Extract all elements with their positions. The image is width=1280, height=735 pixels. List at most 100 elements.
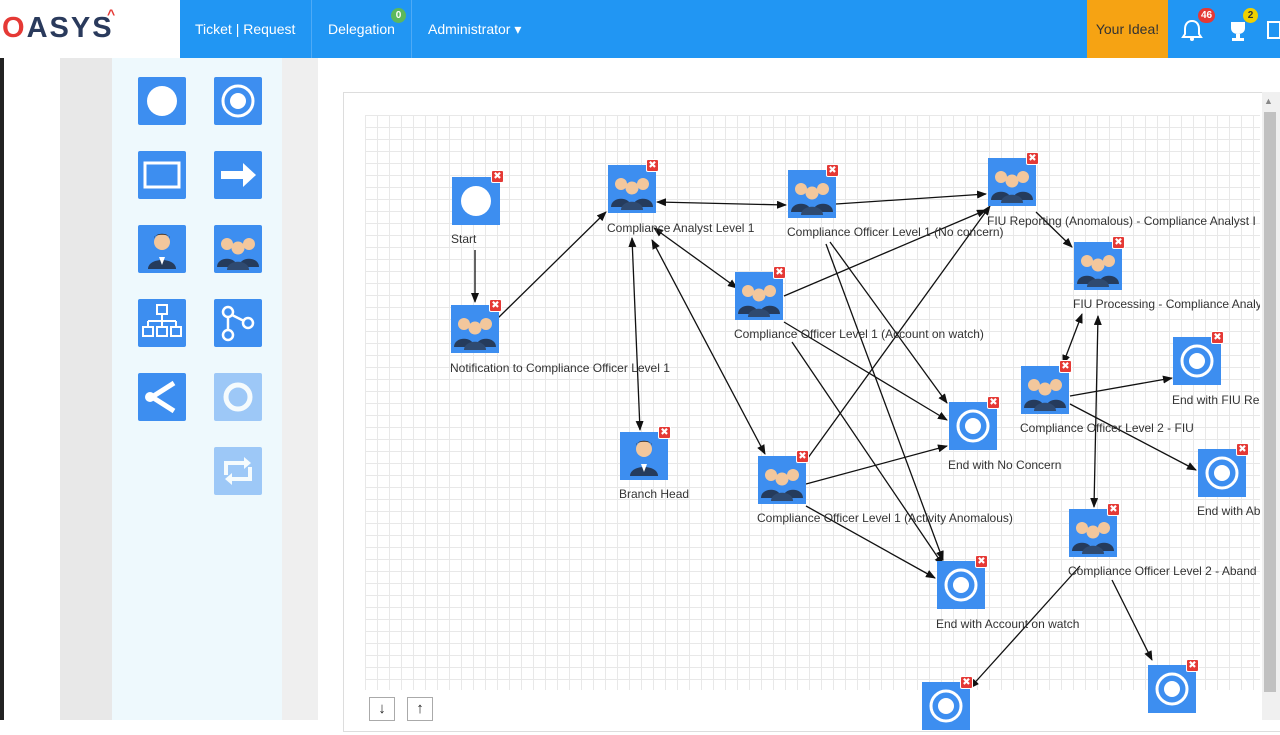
move-down-button[interactable]: ↓ <box>369 697 395 721</box>
node-end-account-on-watch[interactable] <box>937 561 985 609</box>
delete-node-button[interactable]: ✖ <box>1236 443 1249 456</box>
node-officer-activity-anomalous[interactable] <box>758 456 806 504</box>
group-icon <box>611 178 653 210</box>
delete-node-button[interactable]: ✖ <box>960 676 973 689</box>
person-icon <box>148 233 176 269</box>
notifications-count-badge: 46 <box>1198 8 1216 23</box>
palette-org-chart[interactable] <box>138 299 186 347</box>
nav-delegation[interactable]: Delegation <box>328 21 395 37</box>
edge[interactable] <box>1069 403 1197 471</box>
edge[interactable] <box>783 209 987 297</box>
delete-node-button[interactable]: ✖ <box>796 450 809 463</box>
palette-start-event[interactable] <box>138 77 186 125</box>
node-label: End with Ab <box>1197 504 1260 518</box>
node-fiu-processing[interactable] <box>1074 242 1122 290</box>
scrollbar-thumb[interactable] <box>1264 112 1276 692</box>
node-officer-no-concern[interactable] <box>788 170 836 218</box>
circle-icon <box>147 86 177 116</box>
edge[interactable] <box>1090 315 1102 508</box>
nav-administrator-dropdown[interactable]: Administrator ▾ <box>428 21 522 37</box>
delete-node-button[interactable]: ✖ <box>773 266 786 279</box>
delete-node-button[interactable]: ✖ <box>658 426 671 439</box>
delete-node-button[interactable]: ✖ <box>1112 236 1125 249</box>
palette-loop[interactable] <box>214 373 262 421</box>
end-event-icon <box>956 409 990 443</box>
edge[interactable] <box>1062 313 1083 365</box>
delete-node-button[interactable]: ✖ <box>489 299 502 312</box>
palette-single-user[interactable] <box>138 225 186 273</box>
palette-task[interactable] <box>138 151 186 199</box>
palette-repeat[interactable] <box>214 447 262 495</box>
edge[interactable] <box>829 241 948 404</box>
share-icon <box>145 380 176 414</box>
edge[interactable] <box>1111 579 1153 661</box>
edge[interactable] <box>1069 375 1173 397</box>
node-label: Compliance Officer Level 1 (Account on w… <box>734 327 984 341</box>
logo-area[interactable]: OASYS^ <box>0 0 180 58</box>
node-branch-head[interactable] <box>620 432 668 480</box>
node-end-bottom-left[interactable] <box>922 682 970 730</box>
edge[interactable] <box>656 198 787 209</box>
edge[interactable] <box>497 211 607 319</box>
end-event-icon <box>1205 456 1239 490</box>
palette-user-group[interactable] <box>214 225 262 273</box>
edge[interactable] <box>969 565 1081 689</box>
node-officer-account-on-watch[interactable] <box>735 272 783 320</box>
edge[interactable] <box>651 239 766 455</box>
palette-share[interactable] <box>138 373 186 421</box>
node-start[interactable] <box>452 177 500 225</box>
group-icon <box>738 285 780 317</box>
delete-node-button[interactable]: ✖ <box>1211 331 1224 344</box>
edge[interactable] <box>1035 211 1073 248</box>
delete-node-button[interactable]: ✖ <box>975 555 988 568</box>
node-label: Compliance Officer Level 2 - Aband <box>1068 564 1257 578</box>
nav-divider <box>311 0 312 58</box>
edge[interactable] <box>653 227 738 289</box>
user-menu-button[interactable] <box>1262 10 1280 50</box>
node-notification[interactable] <box>451 305 499 353</box>
bell-icon <box>1181 19 1203 41</box>
delete-node-button[interactable]: ✖ <box>646 159 659 172</box>
delete-node-button[interactable]: ✖ <box>826 164 839 177</box>
node-label: Compliance Officer Level 2 - FIU <box>1020 421 1194 435</box>
workflow-canvas[interactable] <box>365 115 1260 690</box>
node-label: Start <box>451 232 477 246</box>
node-label: FIU Processing - Compliance Analy <box>1073 297 1260 311</box>
palette-flow-arrow[interactable] <box>214 151 262 199</box>
move-up-button[interactable]: ↑ <box>407 697 433 721</box>
edge[interactable] <box>805 444 948 485</box>
achievements-button[interactable] <box>1218 10 1258 50</box>
node-end-fiu-reported[interactable] <box>1173 337 1221 385</box>
node-fiu-reporting[interactable] <box>988 158 1036 206</box>
delete-node-button[interactable]: ✖ <box>1107 503 1120 516</box>
edge[interactable] <box>835 190 987 205</box>
person-icon <box>630 440 658 476</box>
node-end-no-concern[interactable] <box>949 402 997 450</box>
edge[interactable] <box>804 205 991 463</box>
palette-gutter <box>282 58 318 720</box>
node-end-bottom-right[interactable] <box>1148 665 1196 713</box>
node-compliance-analyst-level-1[interactable] <box>608 165 656 213</box>
edge[interactable] <box>783 321 948 421</box>
delete-node-button[interactable]: ✖ <box>1059 360 1072 373</box>
repeat-icon <box>224 457 252 485</box>
notifications-button[interactable] <box>1172 10 1212 50</box>
your-idea-button[interactable]: Your Idea! <box>1087 0 1168 58</box>
node-officer-level-2-fiu[interactable] <box>1021 366 1069 414</box>
edge[interactable] <box>825 243 944 561</box>
node-officer-level-2-abandon[interactable] <box>1069 509 1117 557</box>
edge[interactable] <box>805 505 936 579</box>
node-end-abandoned[interactable] <box>1198 449 1246 497</box>
delete-node-button[interactable]: ✖ <box>1026 152 1039 165</box>
loop-icon <box>223 382 253 412</box>
scroll-up-arrow[interactable]: ▲ <box>1264 96 1273 106</box>
edge[interactable] <box>791 341 944 566</box>
oasys-logo: OASYS^ <box>2 6 118 44</box>
delete-node-button[interactable]: ✖ <box>491 170 504 183</box>
nav-ticket-request[interactable]: Ticket | Request <box>195 21 296 37</box>
palette-fork[interactable] <box>214 299 262 347</box>
palette-end-event[interactable] <box>214 77 262 125</box>
delete-node-button[interactable]: ✖ <box>1186 659 1199 672</box>
edge[interactable] <box>628 237 644 431</box>
delete-node-button[interactable]: ✖ <box>987 396 1000 409</box>
